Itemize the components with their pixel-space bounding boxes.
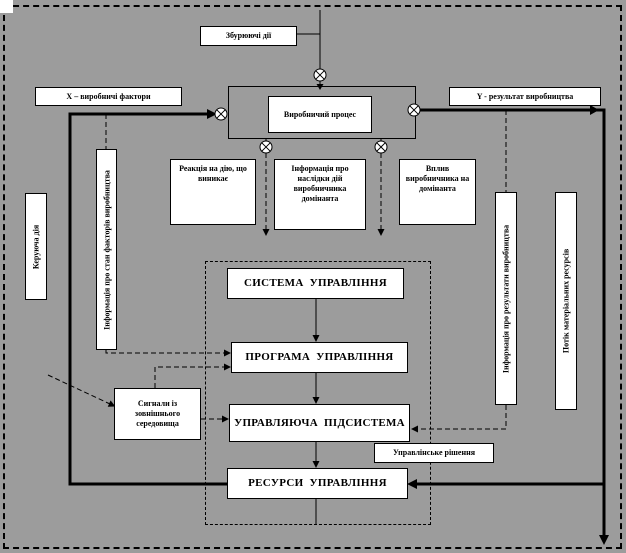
production-process-box: Виробничий процес	[268, 96, 372, 133]
management-system-label: СИСТЕМА УПРАВЛІННЯ	[244, 277, 387, 290]
info-consequences-box: Інформація про наслідки дій виробничника…	[274, 159, 366, 230]
production-process-label: Виробничий процес	[283, 109, 357, 119]
output-result-box: Y - результат виробництва	[449, 87, 601, 106]
external-signals-box: Сигнали із зовнішнього середовища	[114, 388, 201, 440]
external-signals-label: Сигнали із зовнішнього середовища	[134, 399, 181, 428]
reaction-box: Реакція на дію, що виникає	[170, 159, 256, 225]
info-results-label: Інформація про результати виробництва	[501, 224, 511, 373]
management-resources-box: РЕСУРСИ УПРАВЛІННЯ	[227, 468, 408, 499]
management-decision-label: Управлінське рішення	[392, 448, 476, 458]
management-program-label: ПРОГРАМА УПРАВЛІННЯ	[245, 351, 394, 364]
input-factors-label: Х – виробничі фактори	[66, 91, 151, 101]
disturbance-label: Збурюючі дії	[225, 31, 272, 40]
info-consequences-label: Інформація про наслідки дій виробничника…	[291, 164, 349, 203]
reaction-label: Реакція на дію, що виникає	[179, 164, 247, 183]
influence-box: Вплив виробничника на домінанта	[399, 159, 476, 225]
material-flow-box: Потік матеріальних ресурсів	[555, 192, 577, 410]
disturbance-box: Збурюючі дії	[200, 26, 297, 46]
info-factors-state-box: Інформація про стан факторів виробництва	[96, 149, 117, 350]
management-resources-label: РЕСУРСИ УПРАВЛІННЯ	[248, 477, 387, 490]
managing-subsystem-box: УПРАВЛЯЮЧА ПІДСИСТЕМА	[229, 404, 410, 442]
management-decision-box: Управлінське рішення	[374, 443, 494, 463]
control-system-boundary	[205, 261, 431, 525]
info-factors-state-label: Інформація про стан факторів виробництва	[102, 169, 111, 330]
management-program-box: ПРОГРАМА УПРАВЛІННЯ	[231, 342, 408, 373]
canvas-corner-handle	[0, 0, 13, 13]
diagram-dashed-border	[3, 5, 622, 549]
control-action-label: Керуюча дія	[31, 224, 41, 269]
influence-label: Вплив виробничника на домінанта	[405, 164, 470, 193]
management-system-box: СИСТЕМА УПРАВЛІННЯ	[227, 268, 404, 299]
info-results-box: Інформація про результати виробництва	[495, 192, 517, 405]
managing-subsystem-label: УПРАВЛЯЮЧА ПІДСИСТЕМА	[234, 416, 405, 429]
input-factors-box: Х – виробничі фактори	[35, 87, 182, 106]
material-flow-label: Потік матеріальних ресурсів	[561, 248, 571, 354]
control-action-box: Керуюча дія	[25, 193, 47, 300]
output-result-label: Y - результат виробництва	[476, 91, 574, 101]
